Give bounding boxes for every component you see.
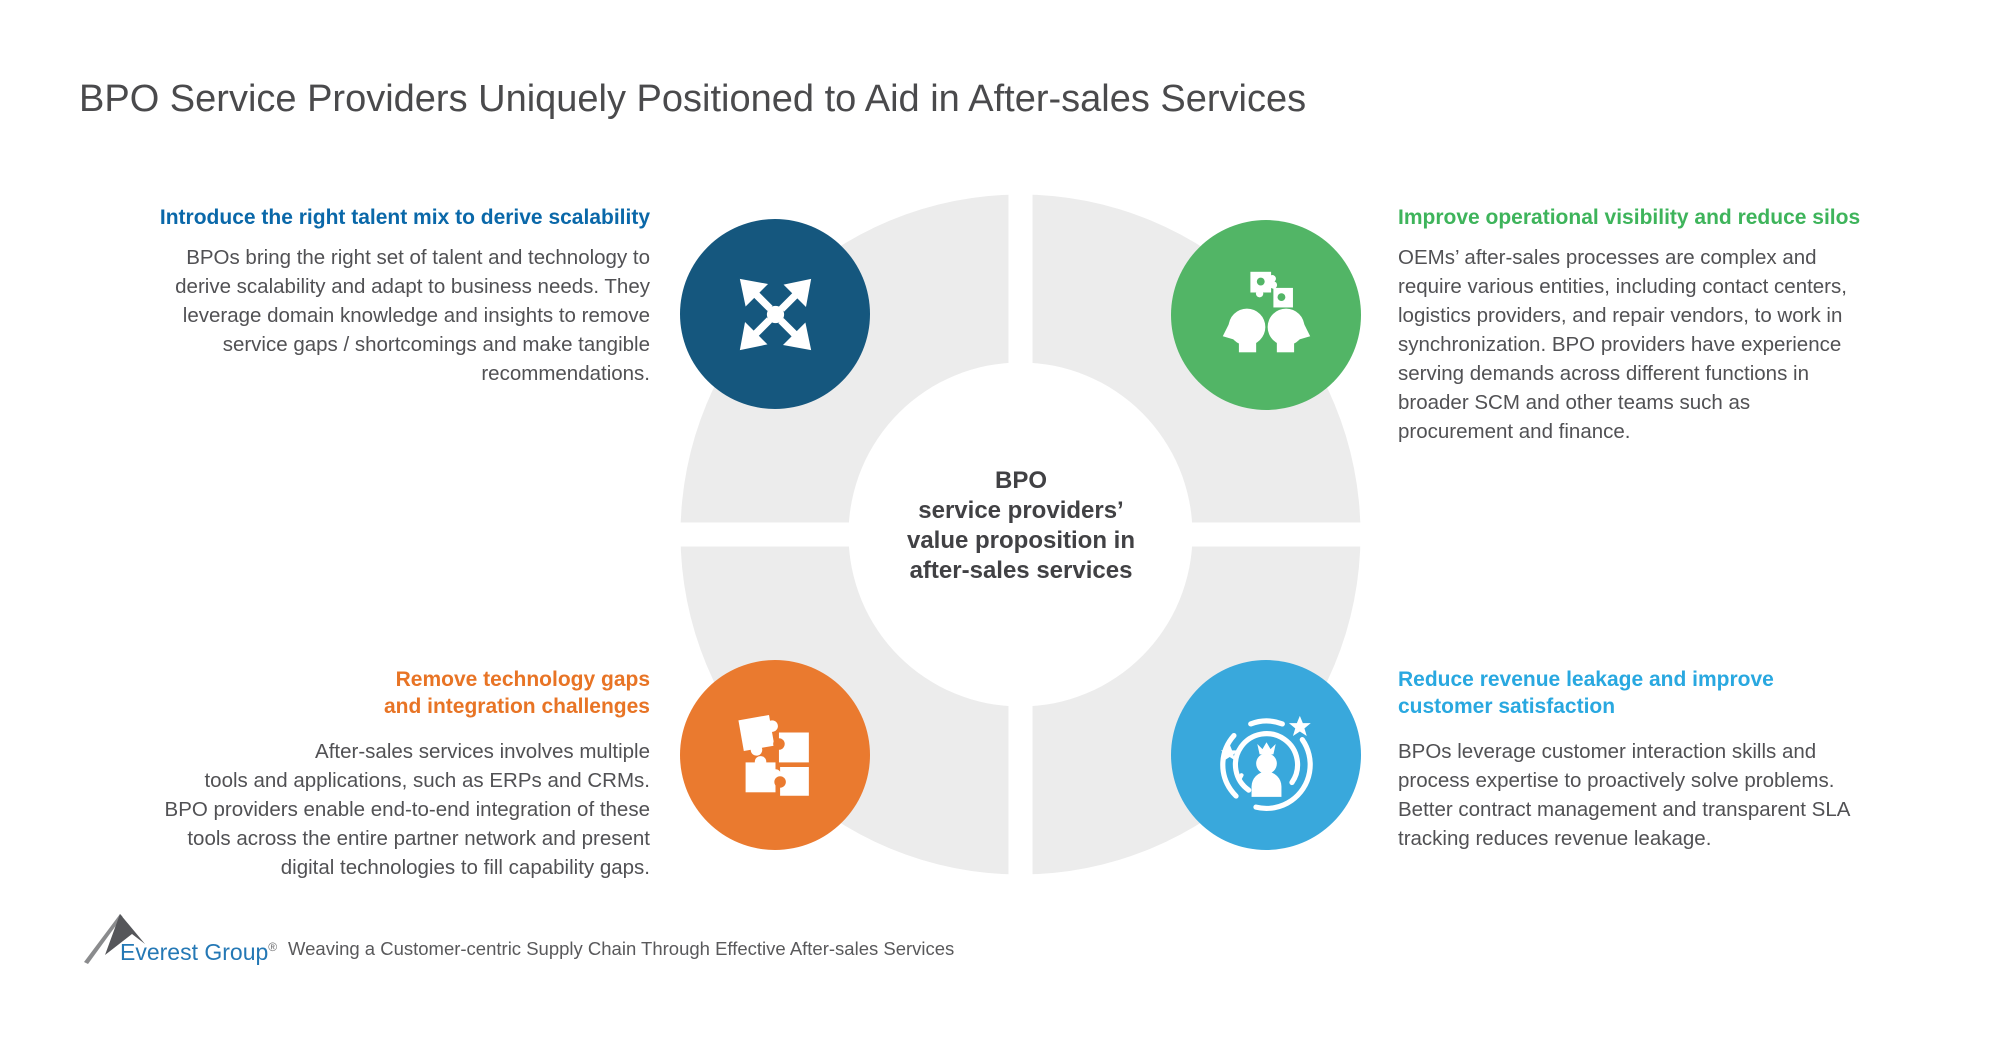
brand-name: Everest Group [120,939,269,965]
quadrant-heading-talent: Introduce the right talent mix to derive… [159,206,650,229]
quadrant-bottom-right-block: Reduce revenue leakage and improve custo… [1398,666,1850,853]
circle-operational-visibility [1171,220,1361,410]
quadrant-top-left-block: Introduce the right talent mix to derive… [160,204,650,388]
quadrant-body-talent: BPOs bring the right set of talent and t… [175,246,650,385]
footer-tagline: Weaving a Customer-centric Supply Chain … [288,938,955,959]
circle-technology-gaps [680,660,870,850]
page-title: BPO Service Providers Uniquely Positione… [79,78,1307,120]
quadrant-body-visibility: OEMs’ after-sales processes are complex … [1398,246,1847,443]
registered-mark: ® [268,940,278,954]
quadrant-body-technology: After-sales services involves multiple t… [164,740,650,879]
quadrant-top-right-block: Improve operational visibility and reduc… [1398,204,1860,446]
circle-revenue-leakage [1171,660,1361,850]
everest-group-logo: Everest Group® [120,932,277,967]
expand-arrows-icon [739,278,811,350]
quadrant-heading-revenue: Reduce revenue leakage and improve custo… [1398,668,1774,718]
customer-satisfaction-icon [1219,715,1313,811]
quadrant-heading-visibility: Improve operational visibility and reduc… [1398,206,1861,229]
circle-talent-scalability [680,219,870,409]
collaboration-heads-puzzle-icon [1222,271,1310,352]
quadrant-body-revenue: BPOs leverage customer interaction skill… [1398,740,1851,850]
center-label: BPO service providers’ value proposition… [906,467,1135,584]
mountain-icon [84,914,145,964]
quadrant-heading-technology: Remove technology gaps and integration c… [383,668,650,718]
puzzle-pieces-icon [737,714,809,796]
quadrant-bottom-left-block: Remove technology gaps and integration c… [165,666,650,882]
